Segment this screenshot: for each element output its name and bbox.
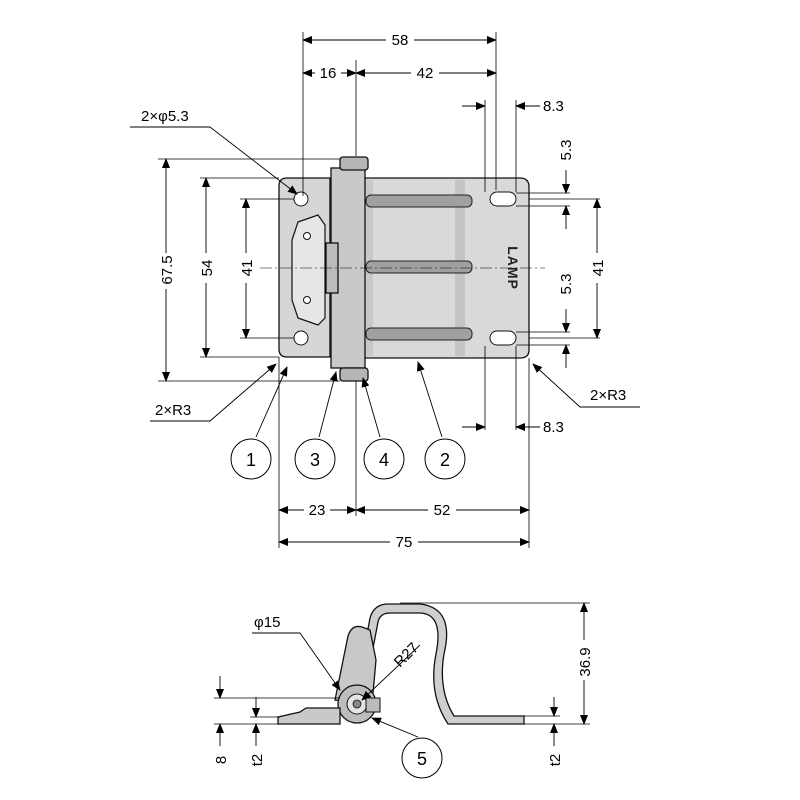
callout-3: 3 <box>310 450 320 470</box>
dim-41-left: 41 <box>239 260 256 277</box>
dim-r27: R27 <box>391 639 422 670</box>
dim-54: 54 <box>199 260 216 277</box>
top-dimension-labels: 58 16 42 8.3 8.3 5.3 5.3 41 67.5 54 41 2… <box>141 29 626 551</box>
side-view: φ15 R27 36.9 8 t2 t2 5 <box>213 602 594 779</box>
dim-75: 75 <box>396 534 413 551</box>
dim-hole-dia: 2×φ5.3 <box>141 108 189 125</box>
dim-t2-right: t2 <box>547 754 564 767</box>
stopper <box>365 697 381 713</box>
callout-2: 2 <box>440 450 450 470</box>
spring-rods <box>365 194 473 341</box>
pin-center <box>352 699 362 709</box>
dim-42: 42 <box>417 65 434 82</box>
knuckle-body <box>334 625 377 705</box>
dim-67-5: 67.5 <box>159 255 176 284</box>
dim-8: 8 <box>213 756 230 764</box>
leader-lines <box>130 126 640 438</box>
dim-16: 16 <box>320 65 337 82</box>
dim-pin-dia: φ15 <box>254 614 280 631</box>
top-view: LAMP <box>130 29 640 551</box>
dim-corner-right: 2×R3 <box>590 387 626 404</box>
part-callouts: 1 3 4 2 <box>230 438 466 480</box>
dim-corner-left: 2×R3 <box>155 402 191 419</box>
dim-5-3-top: 5.3 <box>558 140 575 161</box>
dim-41-right: 41 <box>590 260 607 277</box>
dim-t2-left: t2 <box>249 754 266 767</box>
pin-head-bottom <box>339 367 369 382</box>
dim-8-3-bottom: 8.3 <box>543 419 564 436</box>
dim-58: 58 <box>392 32 409 49</box>
dim-52: 52 <box>434 502 451 519</box>
extension-lines <box>158 32 600 548</box>
callout-5-circle <box>401 737 443 779</box>
dim-5-3-bottom: 5.3 <box>558 274 575 295</box>
base-leaf <box>277 707 341 725</box>
curved-leaf <box>361 603 525 725</box>
bracket <box>291 214 326 326</box>
dim-23: 23 <box>309 502 326 519</box>
dim-8-3-top: 8.3 <box>543 98 564 115</box>
callout-1: 1 <box>246 450 256 470</box>
callout-4: 4 <box>379 450 389 470</box>
dim-36-9: 36.9 <box>577 647 594 676</box>
brand-logo: LAMP <box>505 246 521 290</box>
callout-5: 5 <box>417 749 427 769</box>
pin-head-top <box>339 156 369 171</box>
mounting-holes <box>293 191 517 346</box>
